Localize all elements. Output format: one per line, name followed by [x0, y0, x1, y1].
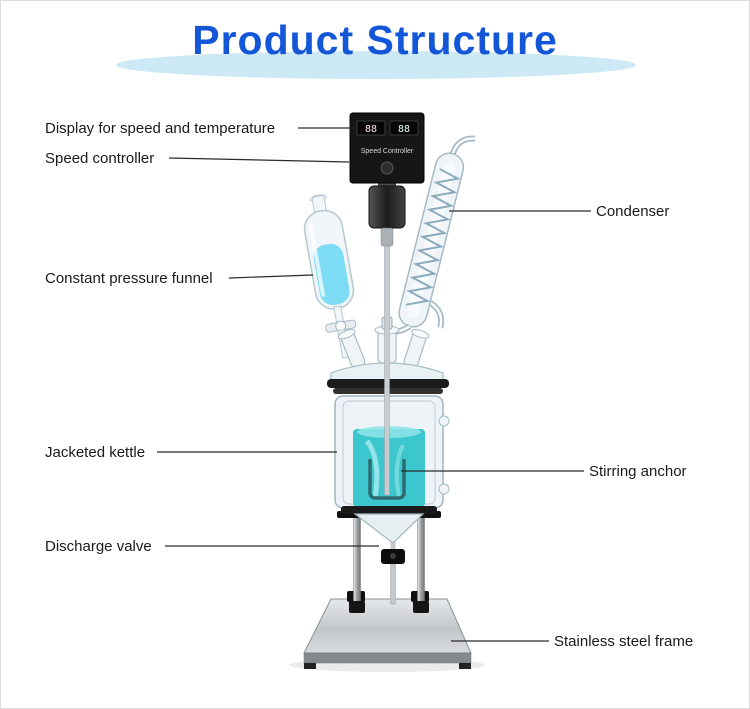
controller-panel-label: Speed Controller [361, 148, 414, 155]
stainless-steel-base [303, 591, 472, 669]
label-display: Display for speed and temperature [45, 120, 276, 137]
label-discharge-valve: Discharge valve [45, 538, 152, 555]
label-speed-controller: Speed controller [45, 150, 155, 167]
label-condenser: Condenser [596, 203, 670, 220]
pointer-line-speed-controller [168, 157, 350, 163]
temperature-display [389, 120, 419, 136]
discharge-valve [381, 541, 405, 605]
label-stirring-anchor: Stirring anchor [589, 463, 687, 480]
speed-controller-box: 88 88 Speed Controller [349, 112, 425, 184]
label-constant-pressure-funnel: Constant pressure funnel [45, 270, 213, 287]
controller-knob [380, 161, 394, 175]
label-jacketed-kettle: Jacketed kettle [45, 444, 146, 461]
page-title: Product Structure [192, 17, 558, 63]
title-highlight-swoosh [116, 51, 636, 79]
temperature-display-value: 88 [398, 124, 410, 135]
jacketed-kettle [334, 395, 450, 544]
stirrer-motor [368, 181, 406, 247]
label-stainless-steel-frame: Stainless steel frame [554, 633, 694, 650]
speed-display-value: 88 [365, 124, 377, 135]
pointer-line-funnel [228, 274, 314, 279]
pointer-lines [157, 127, 591, 642]
speed-display [356, 120, 386, 136]
constant-pressure-funnel [303, 194, 357, 359]
